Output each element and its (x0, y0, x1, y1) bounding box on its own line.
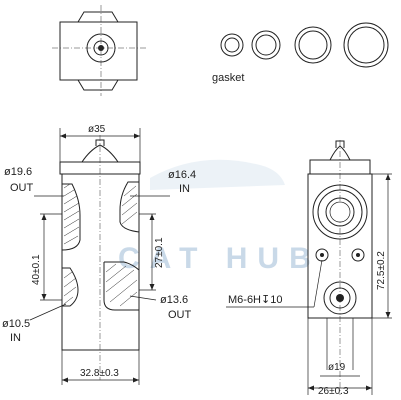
thread-size: M6-6H (228, 294, 261, 306)
out-port-lower-diameter: ø13.6 (160, 294, 188, 306)
side-port-diameter: ø19 (328, 362, 346, 373)
side-height-dim: 72.5±0.2 (376, 251, 387, 290)
height-40-dim: 40±0.1 (31, 254, 42, 285)
thread-spec: M6-6H↧10 (228, 294, 282, 306)
out-port-diameter: ø19.6 (4, 166, 32, 178)
in-port-lower-diameter: ø10.5 (2, 318, 30, 330)
side-width-dim: 26±0.3 (318, 386, 349, 397)
top-view (52, 5, 146, 96)
front-view: ø35 (2, 124, 196, 385)
in-port-top-direction: IN (179, 183, 190, 195)
gasket-label: gasket (212, 72, 244, 84)
side-view: M6-6H↧10 72.5±0.2 ø19 26±0.3 (226, 140, 392, 397)
in-port-lower-direction: IN (10, 332, 21, 344)
gasket-set: gasket (212, 22, 389, 84)
depth-symbol: ↧ (261, 294, 270, 306)
out-port-direction: OUT (10, 182, 34, 194)
watermark: CAT HUB (118, 159, 321, 275)
thread-depth: 10 (270, 294, 282, 306)
bottom-width-dim: 32.8±0.3 (80, 368, 119, 379)
out-port-lower-direction: OUT (168, 309, 192, 321)
watermark-text: CAT HUB (118, 242, 321, 275)
top-width-dim: ø35 (88, 124, 106, 135)
height-27-dim: 27±0.1 (154, 237, 165, 268)
in-port-top-diameter: ø16.4 (168, 169, 196, 181)
